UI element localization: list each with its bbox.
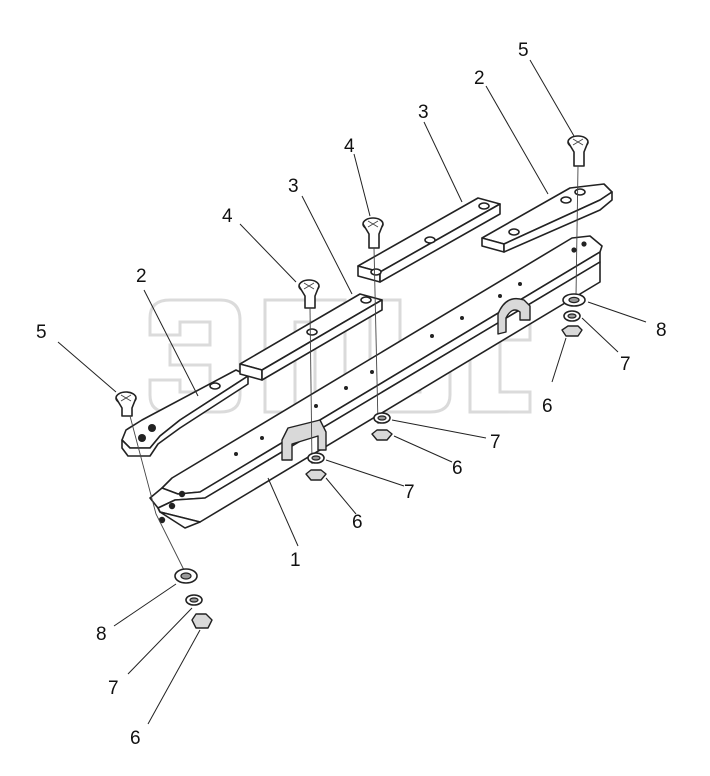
callout-3-right: 3 — [418, 102, 429, 123]
callout-2-left: 2 — [136, 266, 147, 287]
callout-6-center-right: 6 — [452, 458, 463, 479]
end-plate-left-part-2 — [121, 369, 249, 457]
callout-1-beam: 1 — [290, 550, 301, 571]
callout-7-center-right: 7 — [490, 432, 501, 453]
assembly-axes — [129, 165, 579, 575]
callout-4-left: 4 — [222, 206, 233, 227]
plate-left-part-3 — [239, 293, 383, 381]
screw-left-part-5 — [115, 391, 137, 417]
screw-left-part-4 — [298, 279, 320, 309]
callout-8-left: 8 — [96, 624, 107, 645]
callout-labels: 2 5 4 3 4 3 2 5 8 7 6 7 6 7 6 1 8 7 6 — [36, 40, 667, 749]
callout-7-center-left: 7 — [404, 482, 415, 503]
callout-4-right: 4 — [344, 136, 355, 157]
callout-8-right: 8 — [656, 320, 667, 341]
fastener-stack-center-right — [371, 412, 393, 441]
callout-2-right: 2 — [474, 68, 485, 89]
screw-right-part-5 — [567, 135, 589, 167]
main-beam-part-1 — [149, 235, 603, 529]
callout-7-right: 7 — [620, 354, 631, 375]
callout-3-left: 3 — [288, 176, 299, 197]
leader-lines — [57, 59, 647, 725]
screw-right-part-4 — [362, 217, 384, 249]
callout-6-center-left: 6 — [352, 512, 363, 533]
end-plate-right-part-2 — [481, 183, 613, 253]
callout-6-right: 6 — [542, 396, 553, 417]
callout-5-left: 5 — [36, 322, 47, 343]
callout-7-left: 7 — [108, 678, 119, 699]
fastener-stack-left — [174, 568, 213, 629]
fastener-stack-right — [561, 293, 586, 337]
callout-6-left: 6 — [130, 728, 141, 749]
fastener-stack-center-left — [305, 452, 327, 481]
callout-5-right: 5 — [518, 40, 529, 61]
